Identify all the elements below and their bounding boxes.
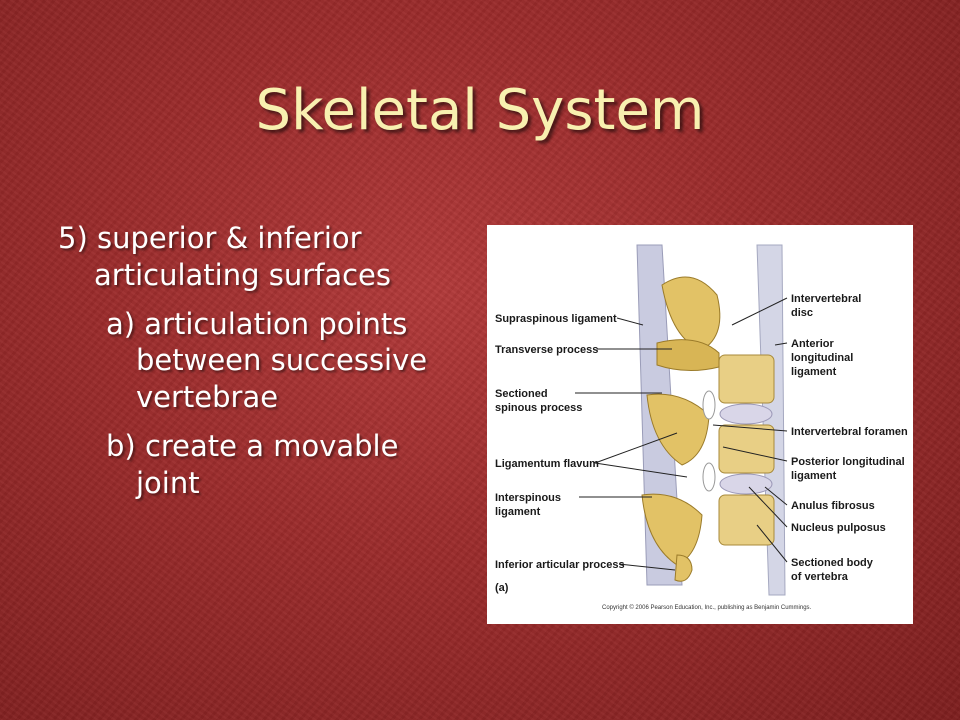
transverse-process xyxy=(656,339,720,371)
intervertebral-disc-2 xyxy=(719,473,773,495)
label-posterior-longitudinal-1: Posterior longitudinal xyxy=(791,456,905,468)
label-intervertebral-foramen: Intervertebral foramen xyxy=(791,426,908,438)
vertebral-body-2 xyxy=(718,424,775,474)
label-sectioned-body-2: of vertebra xyxy=(791,571,849,583)
label-transverse-process: Transverse process xyxy=(495,344,598,356)
label-interspinous-2: ligament xyxy=(495,506,541,518)
vertebral-column-figure: Supraspinous ligament Transverse process… xyxy=(487,225,913,624)
label-sectioned-body-1: Sectioned body xyxy=(791,557,874,569)
label-sectioned-spinous-1: Sectioned xyxy=(495,388,548,400)
label-anterior-3: ligament xyxy=(791,366,837,378)
leader-lines-right xyxy=(712,297,788,563)
intervertebral-disc-1 xyxy=(719,403,773,425)
sub-bullet-articulation-points: a) articulation points between successiv… xyxy=(106,306,428,415)
slide-title: Skeletal System xyxy=(255,78,705,143)
vertebral-body-1 xyxy=(718,354,775,404)
intervertebral-foramen-1 xyxy=(702,390,716,420)
label-anulus-fibrosus: Anulus fibrosus xyxy=(791,500,875,512)
label-inferior-articular-process: Inferior articular process xyxy=(495,559,625,571)
figure-copyright: Copyright © 2006 Pearson Education, Inc.… xyxy=(602,604,812,611)
label-anterior-1: Anterior xyxy=(791,338,835,350)
inferior-articular-process xyxy=(674,554,693,582)
bullet-superior-inferior: 5) superior & inferior articulating surf… xyxy=(58,221,391,292)
label-sectioned-spinous-2: spinous process xyxy=(495,402,582,414)
spinous-process-3 xyxy=(641,493,703,566)
vertebral-body-3 xyxy=(718,494,775,546)
label-nucleus-pulposus: Nucleus pulposus xyxy=(791,522,886,534)
label-intervertebral-disc-2: disc xyxy=(791,307,813,319)
label-interspinous-1: Interspinous xyxy=(495,492,561,504)
sub-bullet-movable-joint: b) create a movable joint xyxy=(106,429,399,500)
label-figure-part: (a) xyxy=(495,582,509,594)
label-posterior-longitudinal-2: ligament xyxy=(791,470,837,482)
spine-illustration: Supraspinous ligament Transverse process… xyxy=(495,244,908,611)
label-intervertebral-disc-1: Intervertebral xyxy=(791,293,861,305)
label-supraspinous-ligament: Supraspinous ligament xyxy=(495,313,617,325)
leader-lines-left xyxy=(575,317,688,571)
label-anterior-2: longitudinal xyxy=(791,352,853,364)
slide-body: 5) superior & inferior articulating surf… xyxy=(58,220,468,514)
label-ligamentum-flavum: Ligamentum flavum xyxy=(495,458,599,470)
spinous-process-1 xyxy=(661,276,721,351)
intervertebral-foramen-2 xyxy=(702,462,716,492)
spinous-process-2 xyxy=(646,393,710,466)
